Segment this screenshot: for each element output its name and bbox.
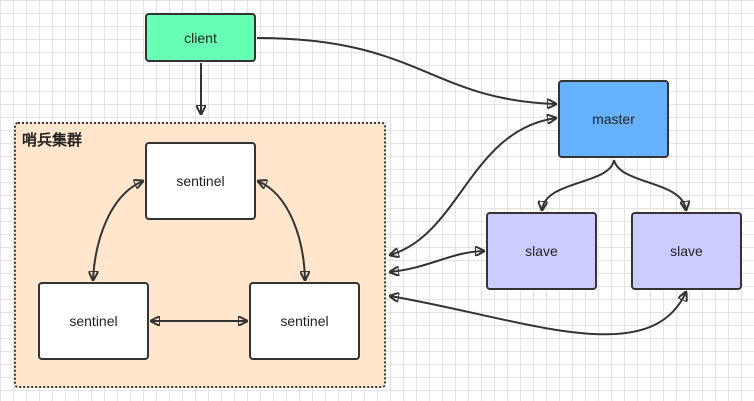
- sentinel-node-right: sentinel: [249, 282, 360, 360]
- edge-group-slave2: [390, 292, 686, 336]
- edge-master-to-slave2: [613, 159, 686, 210]
- sentinel-cluster-title: 哨兵集群: [22, 131, 83, 149]
- sentinel-node-top: sentinel: [145, 142, 256, 220]
- slave-node-1: slave: [486, 212, 597, 290]
- edge-client-to-master: [256, 37, 556, 104]
- edge-group-slave1: [390, 251, 484, 272]
- edge-sentinel-top-right: [258, 181, 305, 280]
- master-node: master: [558, 80, 669, 158]
- edge-group-master: [390, 118, 556, 255]
- slave-node-2: slave: [631, 212, 742, 290]
- client-node: client: [145, 13, 256, 62]
- edge-sentinel-top-left: [93, 181, 143, 280]
- edge-master-to-slave1: [542, 159, 615, 210]
- sentinel-node-left: sentinel: [38, 282, 149, 360]
